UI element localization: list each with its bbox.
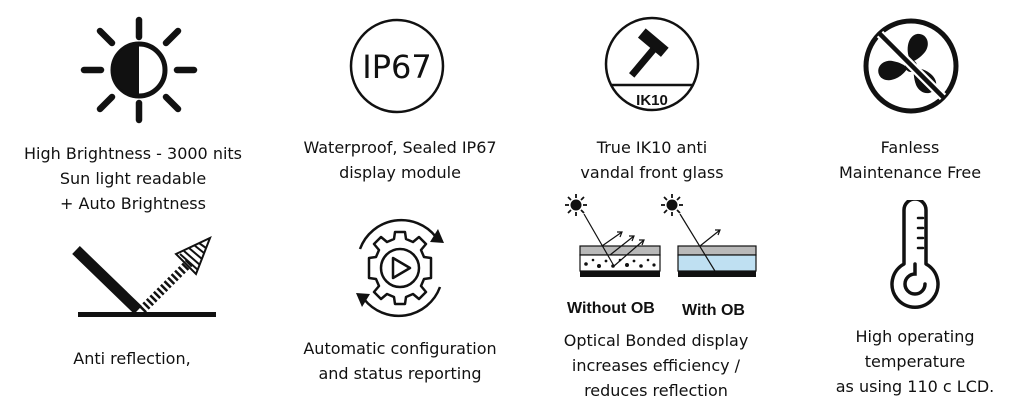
ip67-badge-text: IP67: [362, 48, 431, 86]
label-without-ob: Without OB: [567, 300, 655, 317]
caption-line: and status reporting: [318, 364, 482, 383]
caption-line: High operating: [855, 327, 975, 346]
caption-line: Optical Bonded display: [563, 331, 749, 350]
label-with-ob: With OB: [682, 302, 745, 319]
sun-icon: [565, 194, 587, 216]
ip67-badge-icon: IP67: [349, 18, 445, 114]
no-fan-icon: [863, 18, 959, 114]
caption-line: Fanless: [880, 138, 940, 157]
reflection-icon: [72, 236, 216, 317]
sun-half-icon: [80, 16, 198, 124]
caption-line: Anti reflection,: [73, 349, 191, 368]
thermometer-icon: [890, 200, 940, 309]
caption-line: increases efficiency /: [571, 356, 741, 375]
caption-line: Automatic configuration: [303, 339, 497, 358]
caption-line: Waterproof, Sealed IP67: [303, 138, 497, 157]
sun-icon: [661, 194, 683, 216]
caption-line: Sun light readable: [59, 169, 207, 188]
optical-bonding-diagram-icon: [565, 194, 757, 277]
caption-line: as using 110 c LCD.: [835, 377, 995, 396]
caption-line: reduces reflection: [584, 381, 728, 400]
caption-line: display module: [339, 163, 461, 182]
caption-line: High Brightness - 3000 nits: [23, 144, 243, 163]
hammer-ik10-icon: IK10: [604, 16, 700, 112]
caption-line: True IK10 anti: [596, 138, 708, 157]
ik10-badge-text: IK10: [636, 92, 668, 109]
caption-line: vandal front glass: [580, 163, 724, 182]
caption-line: + Auto Brightness: [60, 194, 206, 213]
caption-line: Maintenance Free: [838, 163, 982, 182]
gear-play-icon: [356, 218, 444, 318]
caption-line: temperature: [864, 352, 966, 371]
